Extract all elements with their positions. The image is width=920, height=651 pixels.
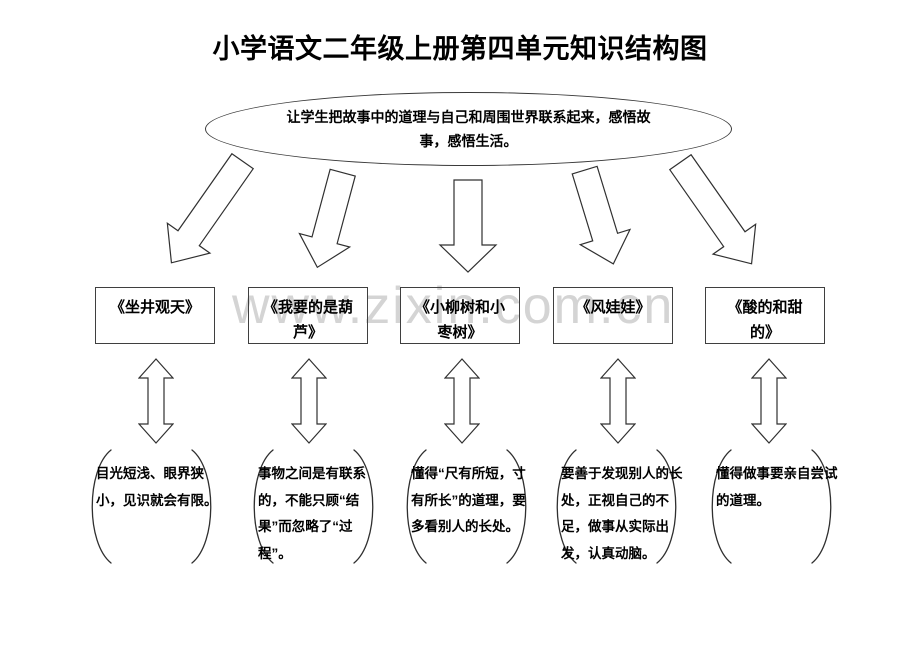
moral-note-text: 懂得做事要亲自尝试 的道理。	[716, 466, 838, 508]
bracket-shape-icon	[91, 449, 212, 564]
moral-note-5: 懂得做事要亲自尝试 的道理。	[703, 448, 840, 565]
moral-note-1: 目光短浅、眼界狭 小，见识就会有限。	[83, 448, 220, 565]
bracket-shape-icon	[711, 449, 832, 564]
moral-note-text: 懂得“尺有所短，寸 有所长”的道理，要 多看别人的长处。	[411, 466, 526, 534]
page-title: 小学语文二年级上册第四单元知识结构图	[212, 34, 708, 64]
theme-ellipse: 让学生把故事中的道理与自己和周围世界联系起来，感悟故 事，感悟生活。	[205, 92, 732, 166]
down-left-arrow-icon	[298, 168, 356, 269]
down-arrow-icon	[438, 179, 498, 273]
up-down-arrow-icon	[138, 358, 174, 444]
bracket-shape-icon	[556, 449, 677, 564]
fan-arrows-layer	[166, 152, 757, 273]
down-left-arrow-icon	[166, 152, 255, 264]
moral-note-text: 要善于发现别人的长 处，正视自己的不 足，做事从实际出 发，认真动脑。	[561, 466, 683, 561]
moral-note-3: 懂得“尺有所短，寸 有所长”的道理，要 多看别人的长处。	[398, 448, 535, 565]
up-down-arrow-icon	[444, 358, 480, 444]
lesson-box-woyaodeshihulu: 《我要的是葫 芦》	[248, 287, 368, 344]
lesson-box-zuojingguantian: 《坐井观天》	[95, 287, 215, 344]
down-right-arrow-icon	[571, 165, 632, 265]
theme-ellipse-text: 让学生把故事中的道理与自己和周围世界联系起来，感悟故 事，感悟生活。	[286, 109, 651, 149]
lesson-box-xiaoliushu: 《小柳树和小 枣树》	[400, 287, 520, 344]
up-down-arrow-icon	[751, 358, 787, 444]
down-right-arrow-icon	[668, 153, 757, 265]
bracket-shape-icon	[253, 449, 374, 564]
up-down-arrow-icon	[600, 358, 636, 444]
up-down-arrow-icon	[291, 358, 327, 444]
moral-note-4: 要善于发现别人的长 处，正视自己的不 足，做事从实际出 发，认真动脑。	[548, 448, 685, 565]
bracket-shape-icon	[406, 449, 527, 564]
lesson-box-suandehetiande: 《酸的和甜 的》	[705, 287, 825, 344]
moral-note-2: 事物之间是有联系 的，不能只顾“结 果”而忽略了“过 程”。	[245, 448, 382, 565]
watermark-text: www.zixin.com.cn	[232, 277, 675, 335]
moral-note-text: 目光短浅、眼界狭 小，见识就会有限。	[96, 466, 218, 508]
lesson-box-fengwawa: 《风娃娃》	[553, 287, 673, 344]
moral-note-text: 事物之间是有联系 的，不能只顾“结 果”而忽略了“过 程”。	[258, 466, 366, 561]
